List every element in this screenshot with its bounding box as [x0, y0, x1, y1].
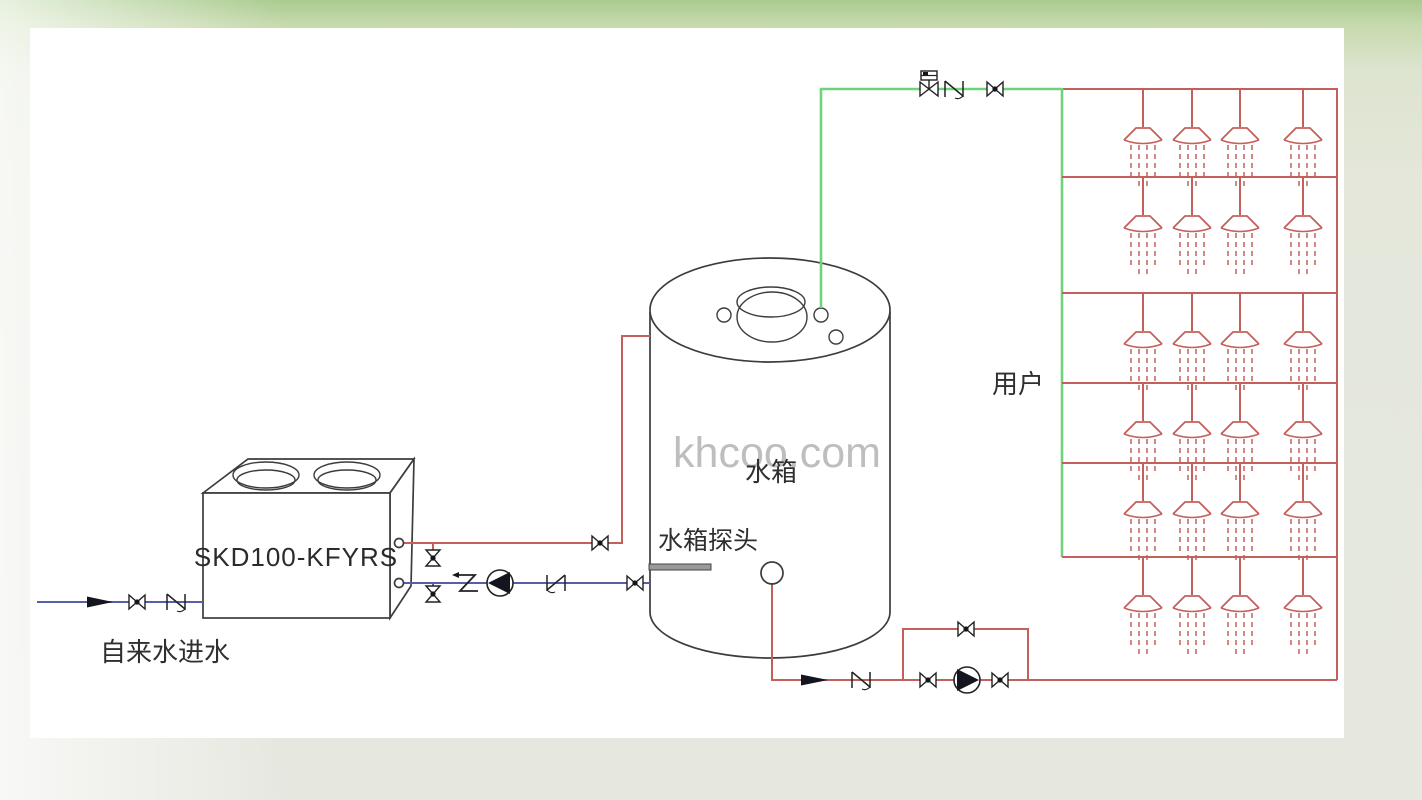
tank-port [828, 329, 844, 345]
heat-pump-outlet-port [393, 537, 405, 549]
shower-head-icon [1220, 463, 1260, 562]
watermark: khcoo.com [673, 429, 881, 477]
shower-head-icon [1123, 293, 1163, 392]
check-valve-icon [166, 593, 186, 613]
shower-head-icon [1123, 463, 1163, 562]
supply-pipes [819, 87, 1064, 557]
shower-head-icon [1172, 89, 1212, 188]
gate-valve-icon [626, 574, 644, 592]
shower-head-icon [1172, 383, 1212, 482]
shower-head-icon [1220, 557, 1260, 656]
pump-icon [953, 666, 981, 694]
tank-probe-icon [648, 563, 712, 571]
shower-head-icon [1220, 383, 1260, 482]
tank-label: 水箱 [745, 457, 797, 487]
shower-head-icon [1123, 383, 1163, 482]
shower-head-icon [1123, 89, 1163, 188]
water-tank [649, 257, 891, 659]
shower-head-icon [1283, 89, 1323, 188]
shower-head-icon [1172, 293, 1212, 392]
motorized-valve-icon [919, 70, 939, 98]
gate-valve-icon [919, 671, 937, 689]
gate-valve-icon [991, 671, 1009, 689]
shower-heads [1123, 89, 1323, 656]
manhole-icon [736, 286, 808, 343]
shower-head-icon [1283, 463, 1323, 562]
heat-pump-model-label: SKD100-KFYRS [194, 542, 398, 572]
gate-valve-icon [591, 534, 609, 552]
tap-water-inlet-label: 自来水进水 [100, 637, 230, 667]
fan-icon [232, 461, 300, 491]
gate-valve-icon [424, 585, 442, 603]
gate-valve-icon [424, 549, 442, 567]
shower-head-icon [1283, 177, 1323, 276]
shower-head-icon [1283, 293, 1323, 392]
check-valve-icon [546, 574, 566, 594]
check-valve-icon [851, 671, 871, 691]
shower-head-icon [1220, 177, 1260, 276]
pump-icon [486, 569, 514, 597]
shower-head-icon [1172, 557, 1212, 656]
flow-arrow-icon [801, 674, 828, 686]
gate-valve-icon [957, 620, 975, 638]
heat-pump-unit [200, 456, 416, 621]
shower-head-icon [1172, 177, 1212, 276]
shower-head-icon [1172, 463, 1212, 562]
tank-port [716, 307, 732, 323]
heat-pump-inlet-port [393, 577, 405, 589]
fan-icon [313, 461, 381, 491]
check-valve-icon [944, 80, 964, 100]
gate-valve-icon [986, 80, 1004, 98]
shower-head-icon [1220, 89, 1260, 188]
shower-head-icon [1283, 557, 1323, 656]
flow-arrow-icon [87, 596, 113, 608]
users-label: 用户 [992, 369, 1044, 399]
shower-head-icon [1220, 293, 1260, 392]
tank-sensor-port [760, 561, 784, 585]
shower-head-icon [1123, 177, 1163, 276]
gate-valve-icon [128, 593, 146, 611]
shower-head-icon [1283, 383, 1323, 482]
flexible-connector-icon [452, 572, 478, 592]
shower-head-icon [1123, 557, 1163, 656]
user-branch-lines [1062, 176, 1337, 558]
fittings [87, 70, 1009, 694]
tank-probe-label: 水箱探头 [658, 527, 758, 555]
